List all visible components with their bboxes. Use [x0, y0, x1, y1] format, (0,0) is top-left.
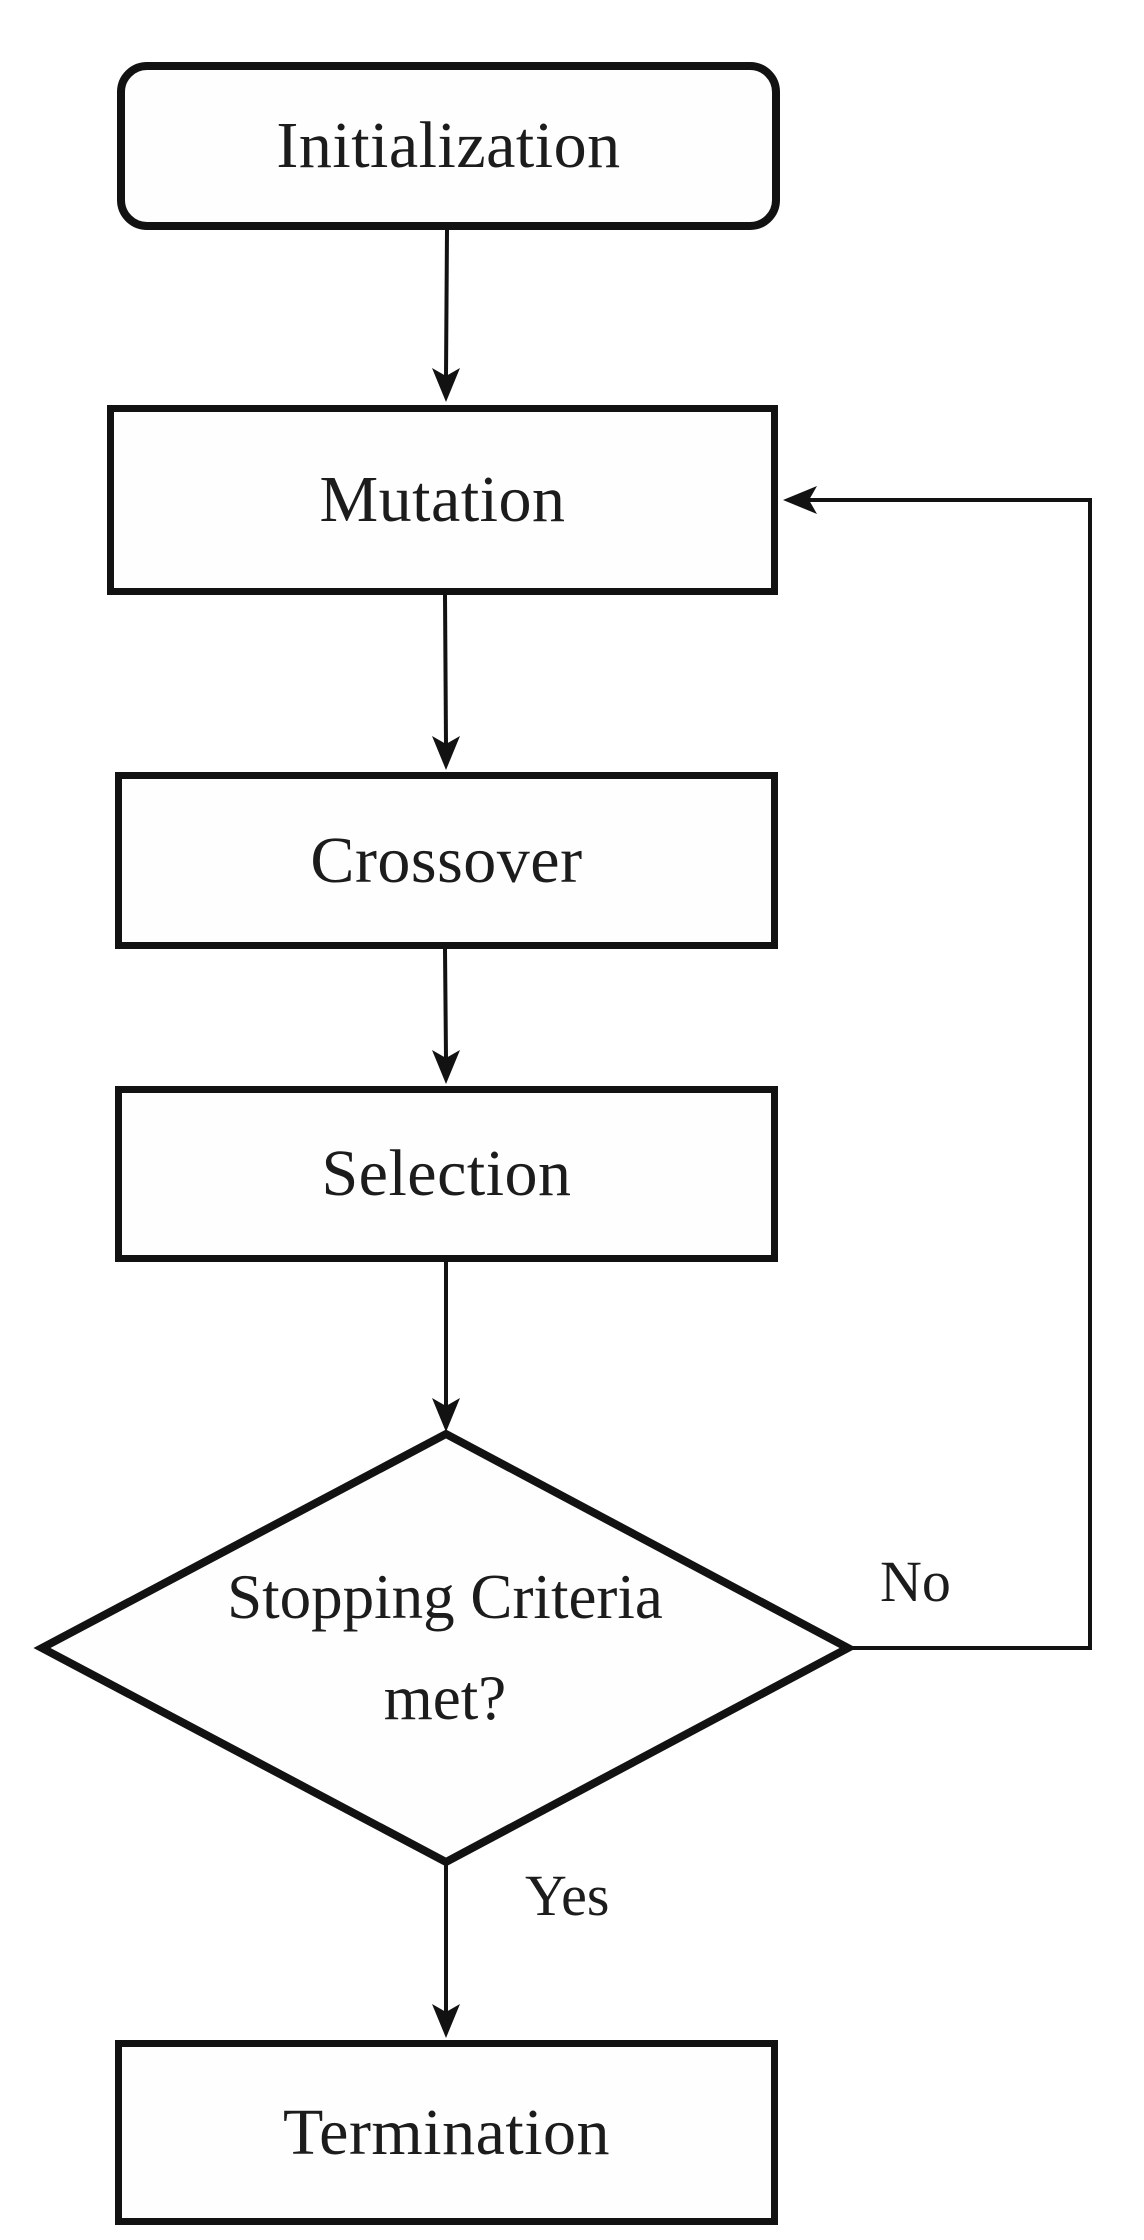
node-crossover: Crossover: [115, 772, 778, 949]
node-selection-label: Selection: [321, 1137, 572, 1210]
decision-label-line1: Stopping Criteria: [227, 1562, 663, 1633]
node-termination: Termination: [115, 2040, 778, 2225]
edge-label-no: No: [880, 1549, 951, 1614]
node-crossover-label: Crossover: [310, 823, 583, 897]
arrow-crossover-to-selection: [432, 948, 460, 1084]
decision-label-line2: met?: [383, 1663, 507, 1733]
no-loop-connector: [783, 486, 1092, 1650]
node-decision-label: Stopping Criteria met?: [42, 1434, 848, 1862]
node-mutation: Mutation: [107, 405, 778, 595]
edge-label-yes: Yes: [525, 1863, 610, 1928]
arrow-mutation-to-crossover: [432, 594, 460, 770]
arrow-initialization-to-mutation: [432, 229, 460, 402]
node-termination-label: Termination: [282, 2095, 611, 2169]
node-mutation-label: Mutation: [319, 463, 566, 536]
arrow-selection-to-decision: [432, 1262, 460, 1432]
node-selection: Selection: [115, 1086, 778, 1262]
node-initialization-label: Initialization: [276, 109, 621, 182]
node-initialization: Initialization: [117, 62, 780, 230]
arrow-decision-to-termination: [432, 1862, 460, 2038]
